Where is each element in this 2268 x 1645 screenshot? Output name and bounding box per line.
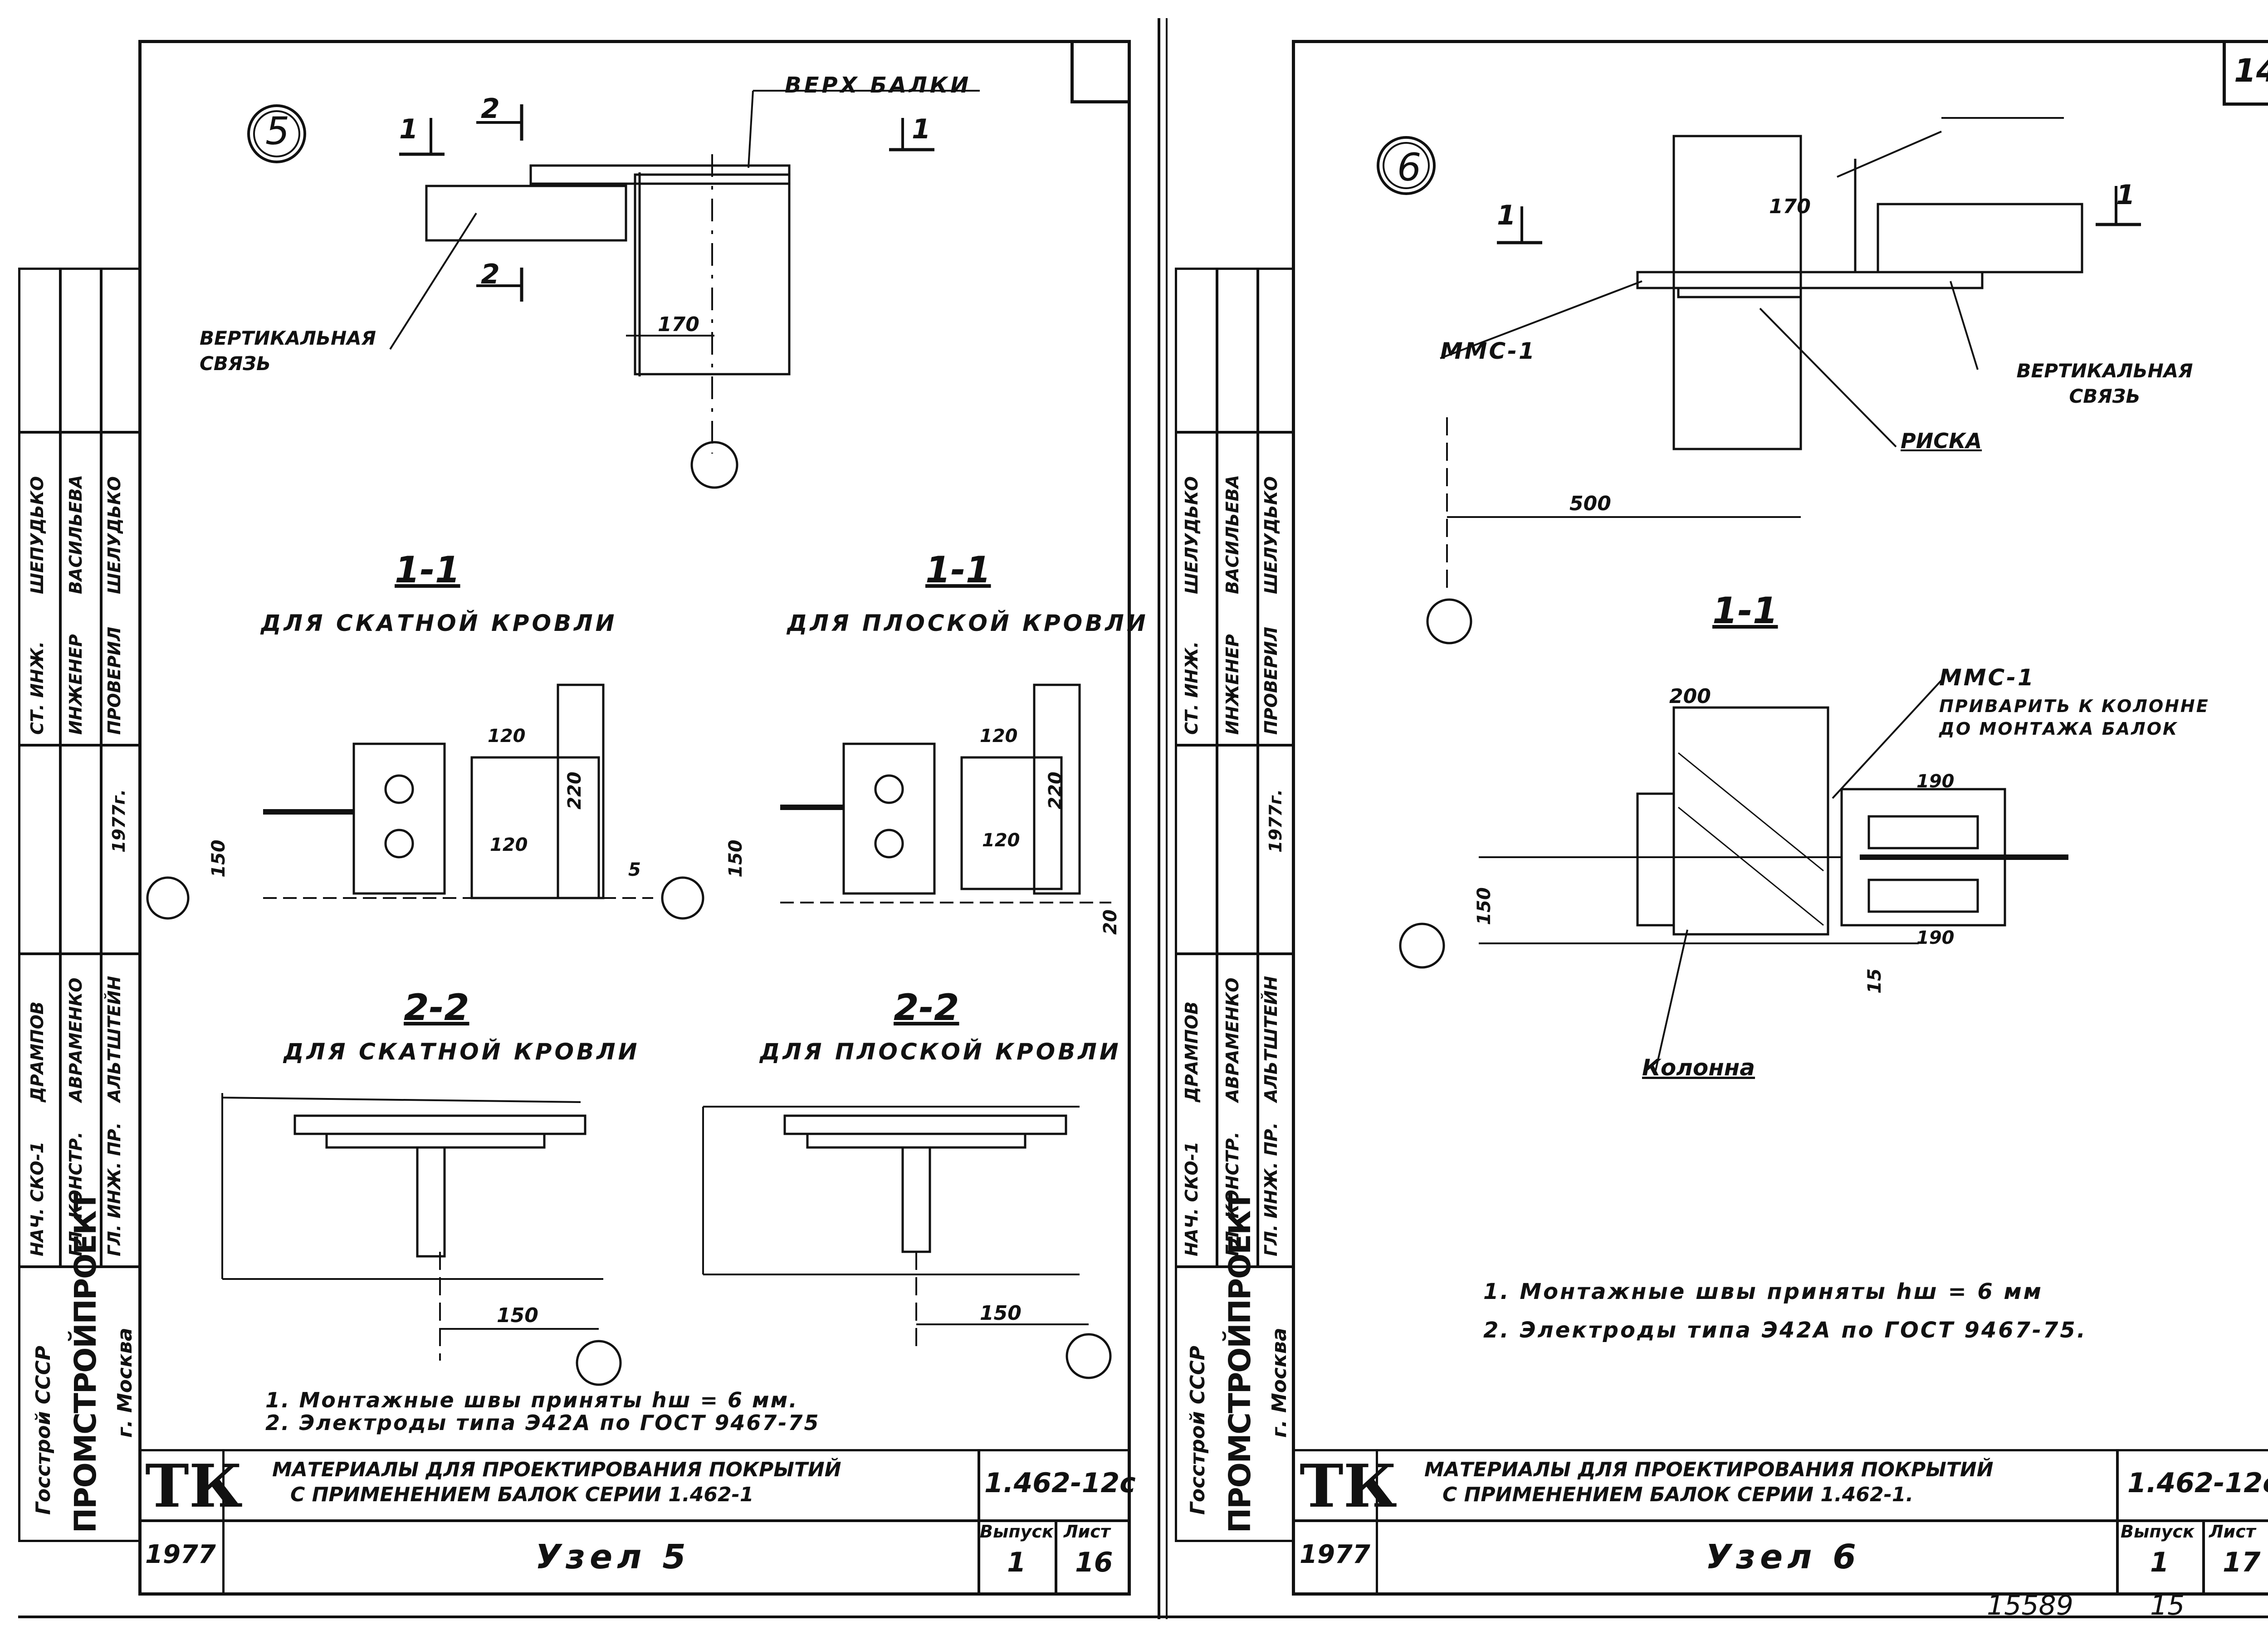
right-weld-note-2: ДО МОНТАЖА БАЛОК bbox=[1939, 719, 2179, 739]
right-node-title: Узел 6 bbox=[1706, 1538, 1861, 1577]
left-top-label: ВЕРХ БАЛКИ bbox=[785, 73, 972, 98]
left-note-2: 2. Электроды типа Э42А по ГОСТ 9467-75 bbox=[265, 1411, 820, 1435]
right-note-1: 1. Монтажные швы приняты hш = 6 мм bbox=[1483, 1279, 2043, 1304]
left-dim-120b: 120 bbox=[490, 835, 528, 855]
right-issue-value: 1 bbox=[2150, 1547, 2169, 1578]
left-section-2-2b-caption: ДЛЯ ПЛОСКОЙ КРОВЛИ bbox=[760, 1039, 1121, 1065]
left-section-mark-2a: 2 bbox=[481, 93, 500, 125]
right-sheet-number: 14 bbox=[2234, 52, 2268, 89]
left-dim-5: 5 bbox=[628, 859, 641, 880]
left-section-2-2b-title: 2-2 bbox=[894, 986, 959, 1029]
right-dim-200: 200 bbox=[1669, 685, 1711, 708]
left-dim-120a: 120 bbox=[488, 726, 526, 747]
left-dim-120d: 120 bbox=[982, 830, 1020, 851]
right-sheet-number-box bbox=[2223, 40, 2268, 106]
left-issue-value: 1 bbox=[1007, 1547, 1026, 1578]
left-code: 1.462-12с bbox=[984, 1467, 1136, 1499]
left-sheet-number-box bbox=[1070, 40, 1131, 103]
left-dim-150c: 150 bbox=[497, 1304, 538, 1327]
left-desc-2: С ПРИМЕНЕНИЕМ БАЛОК СЕРИИ 1.462-1 bbox=[290, 1483, 754, 1506]
left-sheet-label: Лист bbox=[1064, 1522, 1110, 1542]
right-sheet-label: Лист bbox=[2209, 1522, 2256, 1542]
right-dim-170: 170 bbox=[1769, 195, 1811, 218]
right-section-1-1-title: 1-1 bbox=[1712, 590, 1778, 632]
left-year: 1977 bbox=[145, 1540, 216, 1569]
left-node-marker: 5 bbox=[265, 109, 290, 153]
left-stamp-frame bbox=[18, 268, 142, 1542]
right-note-2: 2. Электроды типа Э42А по ГОСТ 9467-75. bbox=[1483, 1318, 2087, 1343]
left-issue-label: Выпуск bbox=[980, 1522, 1054, 1542]
left-section-mark-1a: 1 bbox=[399, 113, 418, 145]
right-node-marker: 6 bbox=[1397, 145, 1422, 190]
left-note-1: 1. Монтажные швы приняты hш = 6 мм. bbox=[265, 1388, 798, 1412]
right-sheet-value: 17 bbox=[2223, 1547, 2261, 1578]
right-mms-label-2: ММС-1 bbox=[1939, 664, 2035, 691]
left-section-1-1a-caption: ДЛЯ СКАТНОЙ КРОВЛИ bbox=[261, 610, 617, 636]
left-section-2-2a-title: 2-2 bbox=[404, 986, 469, 1029]
right-logo: ТК bbox=[1300, 1451, 1397, 1521]
left-section-1-1b-caption: ДЛЯ ПЛОСКОЙ КРОВЛИ bbox=[787, 610, 1149, 636]
right-year: 1977 bbox=[1300, 1540, 1370, 1569]
right-section-mark-1a: 1 bbox=[1497, 200, 1516, 231]
right-code: 1.462-12с bbox=[2127, 1467, 2268, 1499]
right-vertical-link-label: ВЕРТИКАЛЬНАЯ СВЯЗЬ bbox=[2016, 360, 2193, 407]
right-issue-label: Выпуск bbox=[2121, 1522, 2195, 1542]
left-section-mark-1b: 1 bbox=[912, 113, 931, 145]
left-desc-1: МАТЕРИАЛЫ ДЛЯ ПРОЕКТИРОВАНИЯ ПОКРЫТИЙ bbox=[272, 1458, 841, 1481]
left-section-2-2a-caption: ДЛЯ СКАТНОЙ КРОВЛИ bbox=[284, 1039, 640, 1065]
left-dim-top: 170 bbox=[658, 313, 699, 336]
right-weld-note-1: ПРИВАРИТЬ К КОЛОННЕ bbox=[1939, 696, 2209, 716]
right-desc-1: МАТЕРИАЛЫ ДЛЯ ПРОЕКТИРОВАНИЯ ПОКРЫТИЙ bbox=[1424, 1458, 1994, 1481]
right-column-label: Колонна bbox=[1642, 1054, 1755, 1081]
left-node-title: Узел 5 bbox=[535, 1538, 690, 1577]
right-mms-label: ММС-1 bbox=[1440, 338, 1536, 364]
right-dim-190b: 190 bbox=[1916, 927, 1955, 948]
left-dim-150d: 150 bbox=[980, 1302, 1022, 1325]
left-dim-120c: 120 bbox=[980, 726, 1018, 747]
left-section-1-1b-title: 1-1 bbox=[925, 549, 991, 591]
left-section-1-1a-title: 1-1 bbox=[395, 549, 460, 591]
right-dim-500: 500 bbox=[1569, 492, 1611, 515]
left-sheet-value: 16 bbox=[1075, 1547, 1113, 1578]
left-logo: ТК bbox=[145, 1451, 243, 1521]
right-section-mark-1b: 1 bbox=[2116, 179, 2135, 211]
right-desc-2: С ПРИМЕНЕНИЕМ БАЛОК СЕРИИ 1.462-1. bbox=[1442, 1483, 1914, 1506]
left-vertical-link-label: ВЕРТИКАЛЬНАЯ СВЯЗЬ bbox=[200, 327, 376, 375]
right-riska-label: РИСКА bbox=[1901, 429, 1982, 453]
